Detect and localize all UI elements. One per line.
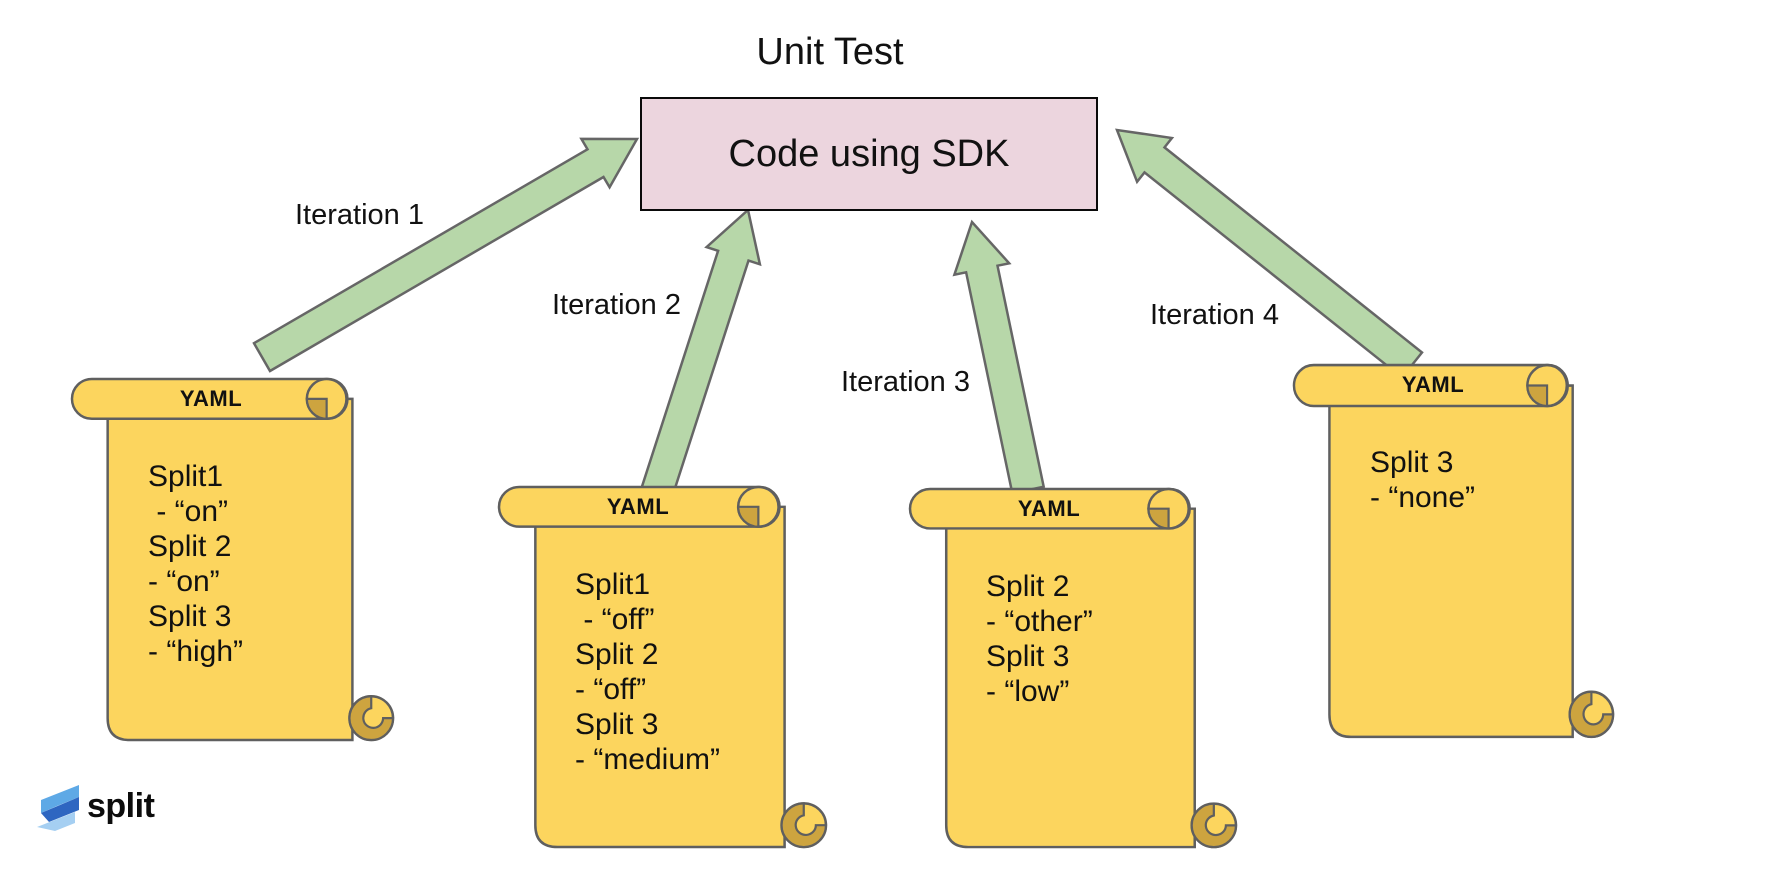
scroll-text-line: - “on” [148,565,220,598]
yaml-scroll-3: YAML Split 2- “other”Split 3- “low” [908,487,1240,852]
scroll-text-line: Split 2 [986,570,1070,603]
yaml-scroll-2: YAML Split1 - “off”Split 2- “off”Split 3… [497,485,830,852]
scroll-shape-icon [497,485,828,849]
scroll-text-line: Split 2 [575,638,659,671]
scroll-lines: Split1 - “off”Split 2- “off”Split 3- “me… [575,567,720,777]
scroll-text-line: Split 2 [148,530,232,563]
scroll-text-line: - “low” [986,675,1070,708]
scroll-shape-icon [908,487,1238,849]
scroll-text-line: Split1 [575,568,651,601]
scroll-text-line: Split 3 [1370,446,1454,479]
arrow-iteration-2 [640,207,762,499]
scroll-text-line: - “medium” [575,743,721,776]
scroll-header: YAML [1401,372,1465,397]
yaml-scroll-1: YAML Split1 - “on”Split 2- “on”Split 3- … [70,377,397,745]
split-logo-mark-icon [37,785,79,831]
arrow-iteration-3 [952,219,1046,495]
code-using-sdk-label: Code using SDK [728,132,1010,175]
scroll-header: YAML [606,494,670,519]
scroll-text-line: - “on” [148,495,229,528]
code-using-sdk-box: Code using SDK [640,97,1098,211]
scroll-text-line: Split1 [148,460,224,493]
arrow-iteration-4 [1115,128,1424,380]
scroll-lines: Split 3- “none” [1370,445,1475,515]
page-title: Unit Test [756,31,904,73]
scroll-text-line: - “off” [575,603,655,636]
scroll-text-line: - “none” [1370,481,1476,514]
split-logo: split [35,784,155,832]
scroll-text-line: - “other” [986,605,1093,638]
arrow-label-iteration-3: Iteration 3 [841,366,970,398]
arrow-label-iteration-4: Iteration 4 [1150,299,1279,331]
scroll-header: YAML [179,386,243,411]
scroll-shape-icon [1292,363,1615,739]
scroll-header: YAML [1017,496,1081,521]
scroll-text-line: Split 3 [986,640,1070,673]
scroll-text-line: Split 3 [575,708,659,741]
scroll-shape-icon [70,377,395,742]
scroll-text-line: - “high” [148,635,244,668]
scroll-text-line: - “off” [575,673,647,706]
yaml-scroll-4: YAML Split 3- “none” [1292,363,1617,742]
scroll-lines: Split1 - “on”Split 2- “on”Split 3- “high… [148,459,243,669]
split-logo-text: split [87,787,155,825]
arrow-iteration-1 [252,137,640,373]
arrow-label-iteration-1: Iteration 1 [295,199,424,231]
scroll-lines: Split 2- “other”Split 3- “low” [986,569,1093,709]
scroll-text-line: Split 3 [148,600,232,633]
arrow-label-iteration-2: Iteration 2 [552,289,681,321]
